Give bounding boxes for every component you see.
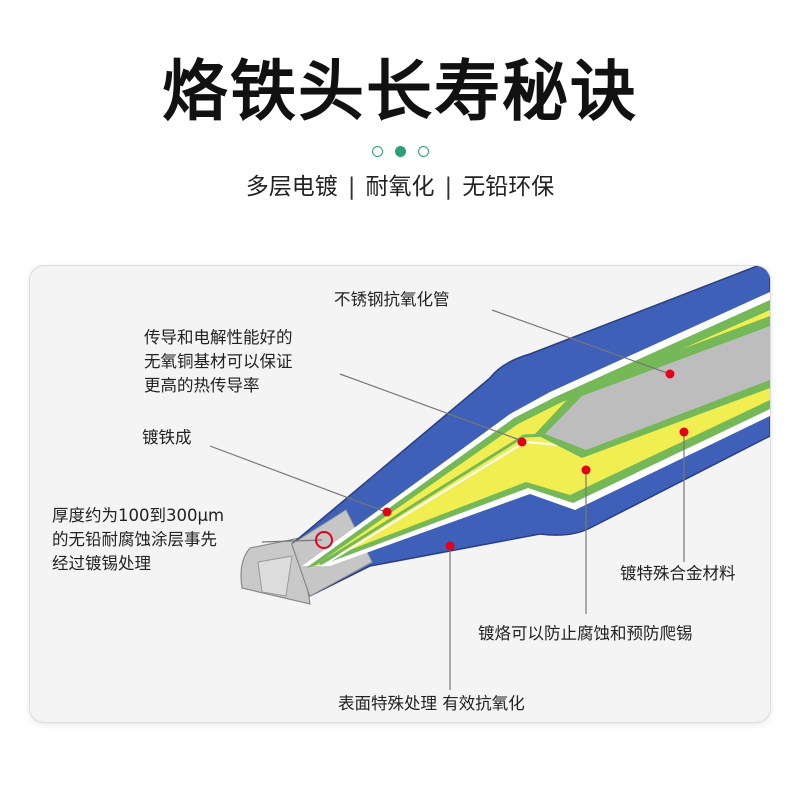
marker-iron xyxy=(382,507,392,517)
label-stainless-tube: 不锈钢抗氧化管 xyxy=(332,288,452,312)
label-chrome-plating: 镀烙可以防止腐蚀和预防爬锡 xyxy=(476,622,695,646)
leader-iron xyxy=(209,445,387,513)
title-dots xyxy=(0,146,800,157)
subtitle-part-3: 无铅环保 xyxy=(462,174,555,200)
label-coating-line-2: 的无铅耐腐蚀涂层事先 xyxy=(52,530,217,549)
leader-lines xyxy=(209,309,685,690)
subtitle: 多层电镀 | 耐氧化 | 无铅环保 xyxy=(0,170,800,204)
page-title: 烙铁头长寿秘诀 xyxy=(162,53,638,130)
label-surface-treatment: 表面特殊处理 有效抗氧化 xyxy=(336,692,527,716)
marker-coating-ring xyxy=(315,531,333,549)
subtitle-part-1: 多层电镀 xyxy=(245,174,338,200)
diagram-panel: 不锈钢抗氧化管 传导和电解性能好的 无氧铜基材可以保证 更高的热传导率 镀铁成 … xyxy=(30,266,770,722)
leader-coating xyxy=(261,539,323,543)
marker-alloy xyxy=(679,427,689,437)
leader-stainless xyxy=(491,309,671,375)
label-coating-line-3: 经过镀锡处理 xyxy=(52,554,151,573)
label-copper-core-line-3: 更高的热传导率 xyxy=(144,376,260,395)
subtitle-part-2: 耐氧化 xyxy=(365,174,435,200)
dot-right xyxy=(417,146,429,157)
copper-core xyxy=(545,326,770,450)
subtitle-separator: | xyxy=(347,174,356,200)
label-iron-plating: 镀铁成 xyxy=(140,426,194,450)
label-copper-core-line-1: 传导和电解性能好的 xyxy=(144,328,293,347)
leader-copper xyxy=(339,373,521,441)
dot-center xyxy=(394,146,406,157)
label-coating-line-1: 厚度约为100到300μm xyxy=(52,506,225,525)
label-copper-core: 传导和电解性能好的 无氧铜基材可以保证 更高的热传导率 xyxy=(142,326,295,398)
markers xyxy=(382,369,689,551)
dot-left xyxy=(371,146,383,157)
soldering-tip-cross-section xyxy=(209,266,770,690)
tip-bevel xyxy=(257,555,293,597)
label-copper-core-line-2: 无氧铜基材可以保证 xyxy=(144,352,293,371)
marker-chrome xyxy=(581,465,591,475)
label-lead-free-coating: 厚度约为100到300μm 的无铅耐腐蚀涂层事先 经过镀锡处理 xyxy=(52,504,224,576)
marker-stainless xyxy=(665,369,675,379)
marker-surface xyxy=(445,541,455,551)
label-special-alloy: 镀特殊合金材料 xyxy=(618,562,738,586)
subtitle-separator: | xyxy=(444,174,453,200)
marker-copper xyxy=(517,437,527,447)
